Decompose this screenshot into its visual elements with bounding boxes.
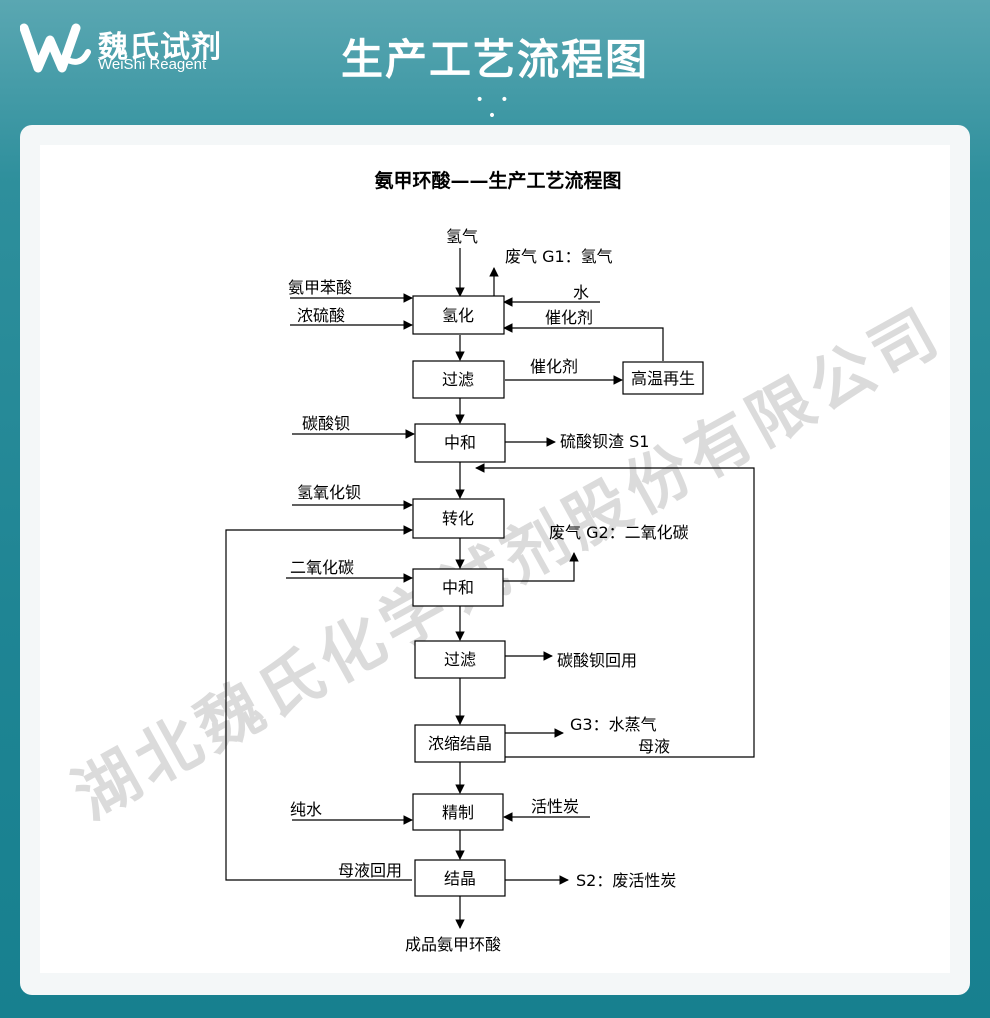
label-mother-liquor: 母液 [638, 737, 670, 756]
label-mother-liquor-recycle: 母液回用 [338, 861, 402, 880]
svg-text:氢化: 氢化 [442, 306, 474, 325]
box-convert: 转化 [412, 498, 505, 539]
ws-logo-icon [20, 23, 91, 73]
label-s2-waste-carbon: S2：废活性炭 [576, 871, 676, 890]
box-hydrogenation: 氢化 [412, 295, 505, 335]
box-neutralize-2: 中和 [412, 568, 504, 607]
diagram-panel [40, 145, 950, 973]
label-aminomethylbenzoic-acid: 氨甲苯酸 [288, 278, 352, 297]
svg-text:过滤: 过滤 [444, 650, 476, 669]
box-crystallize: 结晶 [414, 859, 506, 897]
svg-text:浓缩结晶: 浓缩结晶 [428, 734, 492, 753]
label-pure-water: 纯水 [290, 800, 322, 819]
title-dots: • • • [475, 92, 515, 124]
label-catalyst-return: 催化剂 [545, 308, 593, 327]
box-filter-1: 过滤 [412, 360, 505, 399]
box-refine: 精制 [412, 793, 504, 831]
label-barium-sulfate-s1: 硫酸钡渣 S1 [560, 432, 649, 451]
svg-text:中和: 中和 [442, 578, 474, 597]
svg-text:高温再生: 高温再生 [631, 369, 695, 388]
label-conc-sulfuric-acid: 浓硫酸 [297, 306, 345, 325]
svg-text:结晶: 结晶 [444, 869, 476, 888]
label-barium-carbonate-recycle: 碳酸钡回用 [557, 651, 637, 670]
svg-text:精制: 精制 [442, 803, 474, 822]
flow-labels: 氢气 废气 G1：氢气 氨甲苯酸 浓硫酸 水 催化剂 催化剂 碳酸钡 硫酸钡渣 … [288, 227, 689, 954]
label-product: 成品氨甲环酸 [405, 935, 501, 954]
diagram-title: 氨甲环酸——生产工艺流程图 [374, 169, 621, 192]
label-barium-hydroxide: 氢氧化钡 [297, 483, 361, 502]
svg-text:转化: 转化 [442, 509, 474, 528]
box-filter-2: 过滤 [414, 640, 506, 679]
box-high-temp-regen: 高温再生 [622, 361, 704, 395]
label-waste-gas-g1: 废气 G1：氢气 [505, 247, 613, 266]
brand-name-cn: 魏氏试剂 [98, 30, 222, 65]
label-water: 水 [573, 283, 589, 302]
page-header: 魏氏试剂 WeiShi Reagent 生产工艺流程图 • • • [0, 0, 990, 125]
watermark-text: 湖北魏氏化学试剂股份有限公司 [62, 294, 955, 834]
label-barium-carbonate: 碳酸钡 [302, 414, 350, 433]
flow-lines [225, 248, 755, 929]
box-concentrate-crystallize: 浓缩结晶 [414, 724, 506, 763]
brand-name-en: WeiShi Reagent [98, 56, 207, 73]
svg-text:中和: 中和 [444, 433, 476, 452]
label-g3-steam: G3：水蒸气 [570, 715, 657, 734]
box-neutralize-1: 中和 [414, 423, 506, 463]
page-title: 生产工艺流程图 [340, 35, 649, 84]
label-hydrogen: 氢气 [446, 227, 478, 246]
label-carbon-dioxide: 二氧化碳 [290, 558, 354, 577]
label-catalyst-out: 催化剂 [530, 357, 578, 376]
label-activated-carbon: 活性炭 [531, 797, 579, 816]
label-waste-gas-g2: 废气 G2：二氧化碳 [549, 523, 689, 542]
svg-text:过滤: 过滤 [442, 370, 474, 389]
